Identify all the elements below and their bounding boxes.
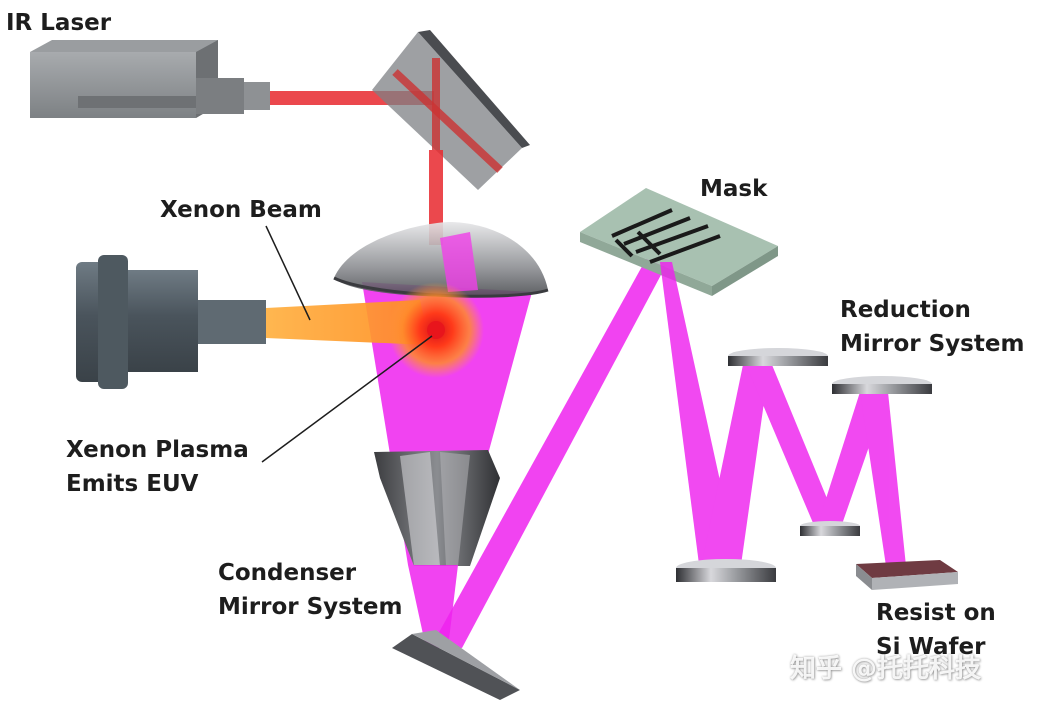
ir-laser-housing — [30, 40, 270, 118]
xenon-plasma-core — [427, 321, 445, 339]
xenon-nozzle — [76, 255, 266, 389]
xenon-beam-label: Xenon Beam — [160, 197, 322, 223]
euv-beam-to-mask — [432, 252, 670, 648]
mask-label: Mask — [700, 176, 768, 202]
xenon-plasma-label-line2: Emits EUV — [66, 471, 199, 497]
condenser-mirror-body — [374, 450, 500, 566]
resist-label-line1: Resist on — [876, 600, 996, 626]
reduction-beam-paths — [660, 262, 906, 572]
si-wafer — [856, 560, 958, 590]
reduction-mirror-3 — [800, 521, 860, 536]
reduction-label-line1: Reduction — [840, 297, 971, 323]
resist-wafer-label: Resist on Si Wafer — [876, 596, 996, 664]
reduction-mirror-label: Reduction Mirror System — [840, 293, 1024, 361]
ir-beam-splitter-mirror — [372, 30, 530, 190]
reduction-mirror-1 — [728, 348, 828, 366]
mask-plate — [580, 188, 778, 296]
ir-laser-label: IR Laser — [6, 10, 112, 36]
condenser-flat-mirror — [392, 630, 520, 700]
xenon-plasma-label-line1: Xenon Plasma — [66, 437, 249, 463]
resist-label-line2: Si Wafer — [876, 634, 986, 660]
xenon-plasma-label: Xenon Plasma Emits EUV — [66, 433, 249, 501]
condenser-label-line2: Mirror System — [218, 594, 403, 620]
reduction-label-line2: Mirror System — [840, 331, 1025, 357]
collector-mirror-dome — [333, 222, 549, 298]
condenser-label-line1: Condenser — [218, 560, 357, 586]
reduction-mirror-4 — [676, 559, 776, 582]
condenser-mirror-label: Condenser Mirror System — [218, 556, 402, 624]
xenon-beam-leader — [265, 225, 311, 321]
reduction-mirror-2 — [832, 376, 932, 394]
watermark: 知乎 @托托科技 — [790, 654, 982, 684]
xenon-plasma-leader — [261, 335, 433, 463]
ir-laser-beam-vertical — [429, 150, 443, 245]
